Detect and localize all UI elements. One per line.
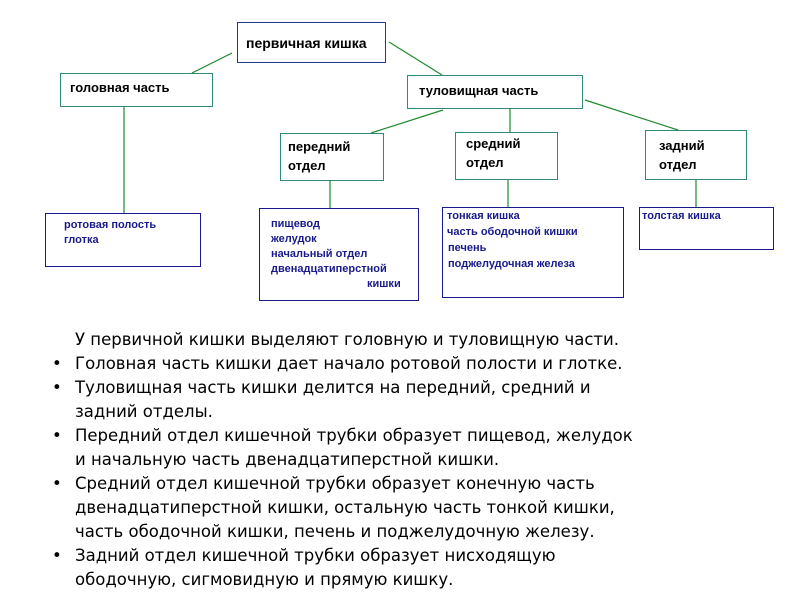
node-midgut: средний отдел	[455, 132, 558, 180]
leaf-item: глотка	[64, 234, 99, 246]
bullet-item: • Задний отдел кишечной трубки образует …	[50, 544, 790, 592]
description-text: У первичной кишки выделяют головную и ту…	[50, 328, 790, 592]
node-label: отдел	[288, 158, 326, 173]
node-label: первичная кишка	[246, 35, 367, 51]
connector-trunk-hind	[584, 99, 679, 131]
node-primary-gut: первичная кишка	[237, 22, 386, 63]
leaf-item: желудок	[271, 233, 317, 245]
node-hindgut: задний отдел	[645, 130, 747, 180]
leaf-item: начальный отдел	[271, 248, 368, 260]
leaf-item: пищевод	[271, 218, 320, 230]
intro-text: У первичной кишки выделяют головную и ту…	[75, 330, 620, 349]
leaf-item: поджелудочная железа	[448, 258, 575, 270]
connector-lines	[123, 41, 697, 213]
connector-root-trunk	[388, 41, 443, 76]
bullet-item: • Передний отдел кишечной трубки образуе…	[50, 424, 790, 472]
bullet-line: Головная часть кишки дает начало ротовой…	[75, 354, 623, 373]
node-label: туловищная часть	[419, 83, 539, 98]
leaf-midgut-derivatives: тонкая кишка часть ободочной кишки печен…	[442, 207, 624, 298]
node-label: задний	[659, 138, 705, 153]
leaf-item: толстая кишка	[642, 210, 721, 222]
intro-line: У первичной кишки выделяют головную и ту…	[50, 328, 790, 352]
leaf-item: ротовая полость	[64, 219, 157, 231]
bullet-line: двенадцатиперстной кишки, остальную част…	[75, 498, 615, 517]
node-trunk-part: туловищная часть	[407, 75, 583, 109]
bullet-line: и начальную часть двенадцатиперстной киш…	[75, 450, 500, 469]
node-label: средний	[466, 136, 521, 151]
node-foregut: передний отдел	[280, 133, 384, 181]
bullet-line: Передний отдел кишечной трубки образует …	[75, 426, 633, 445]
leaf-item: тонкая кишка	[447, 210, 520, 222]
node-label: передний	[288, 139, 351, 154]
leaf-item: двенадцатиперстной	[271, 263, 387, 275]
connector-trunk-fore	[370, 109, 444, 134]
bullet-line: часть ободочной кишки, печень и поджелуд…	[75, 522, 595, 541]
leaf-item: часть ободочной кишки	[447, 226, 578, 238]
leaf-head-derivatives: ротовая полость глотка	[45, 213, 201, 267]
leaf-item: кишки	[367, 278, 401, 290]
bullet-icon: •	[52, 354, 62, 373]
leaf-foregut-derivatives: пищевод желудок начальный отдел двенадца…	[259, 208, 419, 301]
bullet-item: • Туловищная часть кишки делится на пере…	[50, 376, 790, 424]
leaf-item: печень	[448, 242, 487, 254]
bullet-line: ободочную, сигмовидную и прямую кишку.	[75, 570, 454, 589]
bullet-line: задний отделы.	[75, 402, 213, 421]
bullet-icon: •	[52, 546, 62, 565]
bullet-icon: •	[52, 474, 62, 493]
leaf-hindgut-derivatives: толстая кишка	[639, 207, 774, 250]
bullet-icon: •	[52, 426, 62, 445]
connector-root-head	[191, 52, 233, 74]
node-label: головная часть	[70, 80, 170, 95]
bullet-item: • Головная часть кишки дает начало ротов…	[50, 352, 790, 376]
bullet-line: Средний отдел кишечной трубки образует к…	[75, 474, 595, 493]
node-label: отдел	[466, 155, 504, 170]
node-label: отдел	[659, 157, 697, 172]
bullet-icon: •	[52, 378, 62, 397]
bullet-line: Задний отдел кишечной трубки образует ни…	[75, 546, 556, 565]
node-head-part: головная часть	[60, 73, 213, 107]
bullet-line: Туловищная часть кишки делится на передн…	[75, 378, 591, 397]
bullet-item: • Средний отдел кишечной трубки образует…	[50, 472, 790, 544]
